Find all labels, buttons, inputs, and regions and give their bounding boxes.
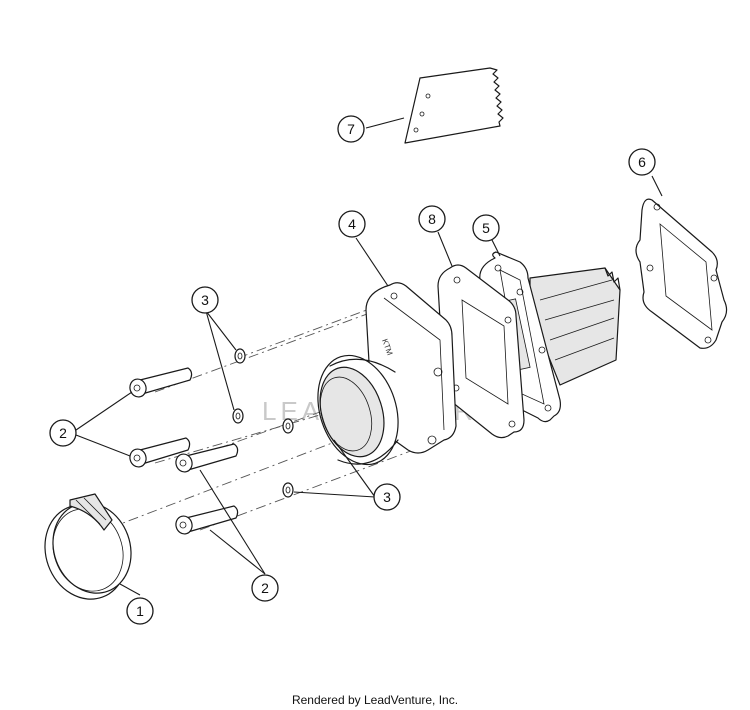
- callout-7: 7: [337, 115, 365, 143]
- part-6-gasket: [635, 198, 728, 349]
- callout-6: 6: [628, 148, 656, 176]
- part-3-washer-2: [232, 408, 244, 424]
- callout-8: 8: [418, 205, 446, 233]
- footer-credit: Rendered by LeadVenture, Inc.: [291, 693, 459, 707]
- callout-8-label: 8: [428, 211, 436, 227]
- callout-3-right: 3: [373, 483, 401, 511]
- callout-2-bottom-label: 2: [261, 580, 269, 596]
- part-2-bolt-1: [129, 367, 193, 398]
- callout-7-label: 7: [347, 121, 355, 137]
- part-1-hose-clamp: [44, 493, 132, 600]
- part-2-bolt-3: [175, 443, 239, 473]
- part-4-intake-manifold: KTM: [317, 282, 457, 466]
- callout-4: 4: [338, 210, 366, 238]
- callout-5: 5: [472, 214, 500, 242]
- part-3-washer-1: [234, 348, 246, 364]
- part-2-bolt-2: [129, 437, 191, 468]
- callout-3-right-label: 3: [383, 489, 391, 505]
- leader-lines: [75, 117, 663, 596]
- callout-1-label: 1: [136, 603, 144, 619]
- callout-3-top: 3: [191, 286, 219, 314]
- part-3-washer-4: [282, 482, 294, 498]
- callout-2-left: 2: [49, 419, 77, 447]
- part-7-sheet: [404, 67, 504, 144]
- part-3-washer-3: [282, 418, 294, 434]
- callout-4-label: 4: [348, 216, 356, 232]
- callout-1: 1: [126, 597, 154, 625]
- callout-2-bottom: 2: [251, 574, 279, 602]
- part-2-bolt-4: [175, 505, 239, 535]
- callout-6-label: 6: [638, 154, 646, 170]
- callout-3-top-label: 3: [201, 292, 209, 308]
- callout-5-label: 5: [482, 220, 490, 236]
- callout-2-left-label: 2: [59, 425, 67, 441]
